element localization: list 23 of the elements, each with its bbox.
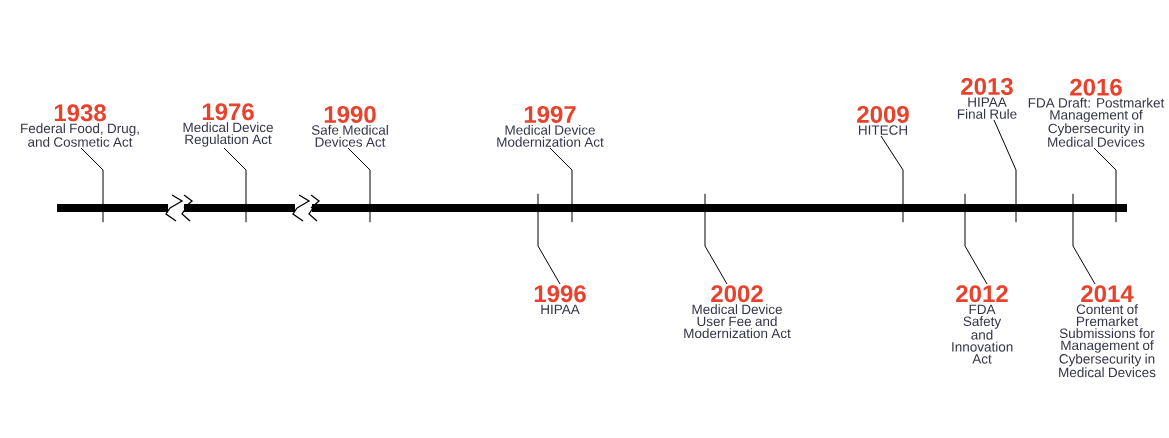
leader-line [880, 135, 904, 223]
leader-line [537, 193, 561, 285]
timeline-event: 2013 HIPAA Final Rule [957, 77, 1017, 119]
timeline-event: 1996 HIPAA [534, 285, 586, 314]
leader-line [80, 147, 104, 223]
leader-line [704, 193, 728, 285]
timeline-bar [57, 194, 1127, 222]
timeline-event: 2014 Content of Premarket Submissions for Management of Cybersecurity in Medical Devices [1059, 285, 1156, 378]
leader-line [1072, 193, 1096, 285]
leader-line [347, 147, 371, 223]
leader-line [964, 193, 988, 285]
leader-line [223, 147, 247, 223]
leader-line [993, 119, 1017, 223]
leader-line [549, 147, 573, 223]
timeline-event: 2012 FDA Safety and Innovation Act [952, 285, 1013, 364]
timeline-event: 2016 FDA Draft: Postmarket Management of Cybersecurity in Medical Devices [1028, 78, 1165, 147]
timeline-event: 2009 HITECH [857, 105, 909, 135]
timeline-event: 1976 Medical Device Regulation Act [183, 103, 273, 147]
timeline-event: 1938 Federal Food, Drug, and Cosmetic Act [21, 104, 139, 147]
timeline-event: 1997 Medical Device Modernization Act [497, 105, 604, 147]
timeline-event: 2002 Medical Device User Fee and Modernization Act [684, 285, 791, 339]
timeline-event: 1990 Safe Medical Devices Act [311, 105, 388, 147]
leader-line [1093, 147, 1117, 223]
